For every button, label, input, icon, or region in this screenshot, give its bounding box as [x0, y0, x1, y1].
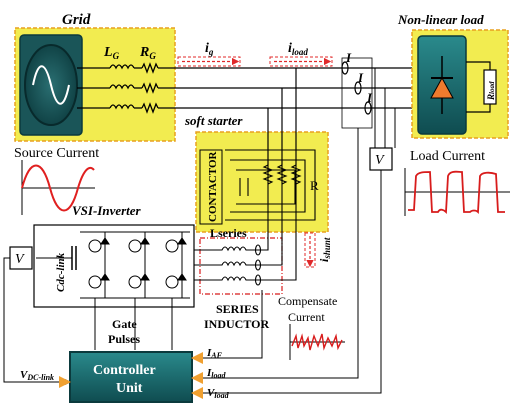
vsense-label: V — [375, 153, 385, 168]
series-inductor-box — [199, 237, 283, 295]
iload-label: iload — [288, 41, 308, 57]
gate-pulses-label-1: Gate — [112, 317, 137, 331]
source-current-waveform — [21, 160, 95, 215]
diode-icon — [417, 35, 467, 135]
ishunt-label: ishunt — [317, 237, 332, 262]
compensate-label-1: Compensate — [278, 294, 337, 308]
rload-resistor — [466, 61, 497, 113]
soft-starter-title: soft starter — [184, 113, 243, 128]
controller-label-1: Controller — [93, 363, 156, 378]
load-title: Non-linear load — [397, 12, 484, 27]
rg-label: RG — [139, 45, 156, 61]
source-current-label: Source Current — [14, 146, 99, 161]
controller-label-2: Unit — [116, 381, 143, 396]
vload-ctrl-label: Vload — [207, 387, 230, 400]
vsi-title: VSI-Inverter — [72, 203, 142, 218]
controller-input-arrows — [59, 352, 203, 399]
i-label-2: I — [357, 70, 364, 85]
dc-capacitor — [36, 246, 77, 270]
controller-signal-wires — [3, 128, 382, 394]
ig-arrow — [177, 56, 241, 67]
gate-pulses-label-2: Pulses — [108, 332, 140, 346]
current-sensors — [341, 57, 373, 129]
cdc-link-label: Cdc-link — [55, 252, 67, 292]
iaf-label: IAF — [206, 347, 223, 360]
iload-ctrl-label: Iload — [206, 367, 227, 380]
grid-title: Grid — [62, 12, 91, 28]
compensate-label-2: Current — [288, 310, 325, 324]
lg-label: LG — [103, 45, 120, 61]
i-label-3: I — [366, 90, 373, 105]
contactor-box — [199, 149, 223, 225]
ac-source-icon — [19, 34, 83, 136]
series-inductor-coils — [194, 68, 297, 286]
voltage-sensor-wires — [374, 68, 396, 148]
soft-starter-r-label: R — [310, 178, 319, 193]
load-current-waveform — [404, 168, 510, 216]
vdc-sensor-label: V — [15, 252, 25, 267]
lseries-label: Lseries — [210, 226, 247, 240]
load-current-label: Load Current — [410, 149, 485, 164]
rload-label: Rload — [486, 81, 496, 101]
ishunt-arrow — [304, 232, 316, 268]
igbt-bridge — [80, 231, 190, 350]
series-label-2: INDUCTOR — [204, 317, 269, 331]
i-label-1: I — [345, 50, 352, 65]
contactor-label: CONTACTOR — [207, 150, 219, 222]
iload-arrow — [269, 56, 333, 67]
vsi-box — [33, 224, 195, 308]
compensate-current-waveform — [289, 324, 345, 360]
ig-label: ig — [205, 41, 214, 57]
vdc-link-label: VDC-link — [20, 369, 54, 382]
series-label-1: SERIES — [216, 302, 259, 316]
